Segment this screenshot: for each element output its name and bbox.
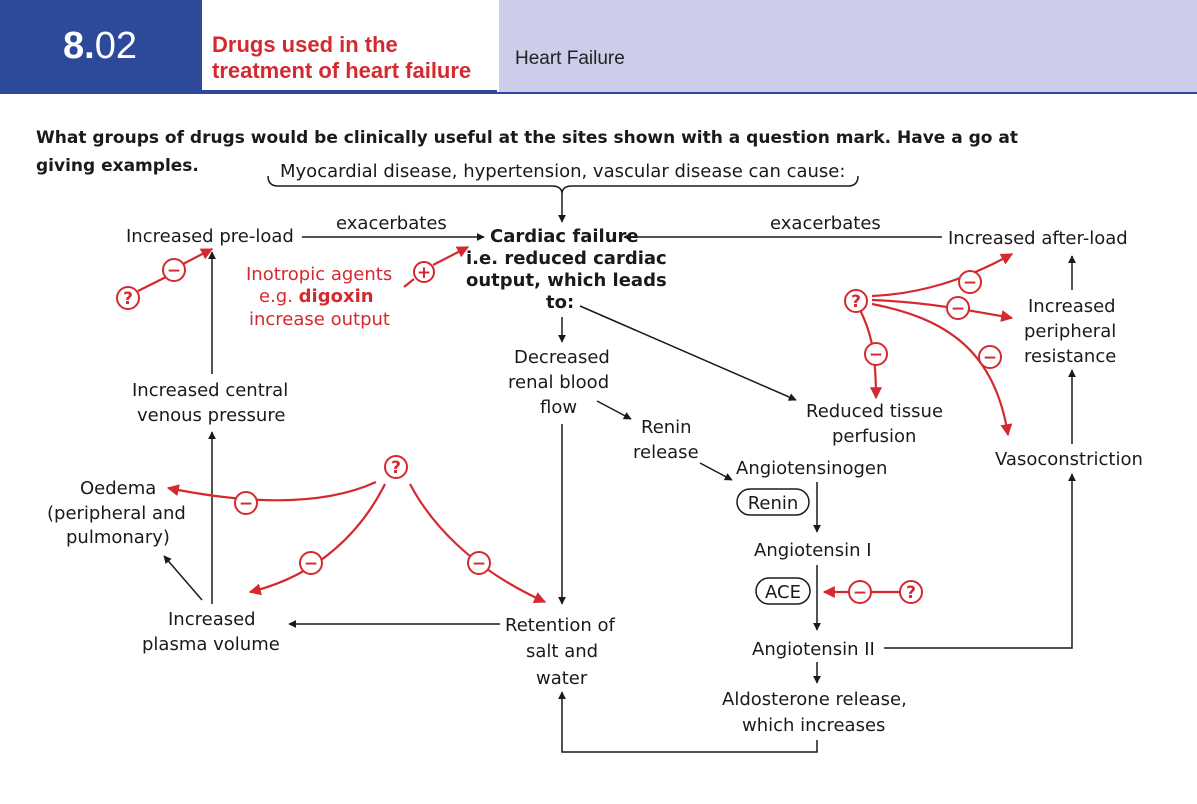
oedema-inhibition-arrow — [166, 480, 377, 502]
cardiac-failure-title: Cardiac failure — [490, 226, 639, 247]
perfusion-line2: perfusion — [832, 426, 916, 447]
renin-release-line1: Renin — [641, 417, 692, 438]
chapter-subject: Heart Failure — [497, 0, 1197, 92]
preload-inhibition-line — [137, 276, 167, 292]
renal-to-renin-release-arrow — [596, 400, 632, 420]
angiotensinogen-label: Angiotensinogen — [736, 458, 887, 479]
svg-text:−: − — [167, 261, 181, 281]
resistance-line3: resistance — [1024, 346, 1116, 367]
exacerbates-right-label: exacerbates — [770, 213, 881, 234]
inotropic-line2: e.g. digoxin — [259, 286, 374, 307]
renin-release-line2: release — [633, 442, 699, 463]
renin-enzyme-box — [736, 488, 810, 516]
inotropic-plus-icon: + — [413, 261, 435, 283]
page-title-line2: treatment of heart failure — [212, 58, 472, 83]
perfusion-line1: Reduced tissue — [806, 401, 943, 422]
cardiac-failure-line4: to: — [546, 292, 574, 313]
perfusion-minus-icon: − — [864, 342, 888, 366]
svg-text:?: ? — [123, 289, 133, 309]
vasoconstriction-label: Vasoconstriction — [995, 449, 1143, 470]
retention-minus-icon: − — [467, 551, 491, 575]
plasma-inhibition-arrow — [248, 483, 386, 596]
resistance-minus-icon: − — [946, 296, 970, 320]
afterload-minus-icon: − — [958, 270, 982, 294]
inotropic-digoxin: digoxin — [299, 286, 374, 307]
cardiac-failure-line2: i.e. reduced cardiac — [466, 248, 667, 269]
inotropic-arrow-upper — [432, 246, 470, 266]
preload-minus-icon: − — [162, 258, 186, 282]
exacerbates-left-label: exacerbates — [336, 213, 447, 234]
preload-question-icon: ? — [116, 286, 140, 310]
ace-enzyme-box — [755, 577, 811, 605]
renal-line1: Decreased — [514, 347, 610, 368]
right-question-icon: ? — [844, 289, 868, 313]
renal-line3: flow — [540, 397, 577, 418]
inotropic-line1: Inotropic agents — [246, 264, 392, 285]
vasoconstriction-minus-icon: − — [978, 345, 1002, 369]
resistance-line2: peripheral — [1024, 321, 1116, 342]
section-number-minor: 02 — [94, 24, 137, 67]
ace-question-icon: ? — [899, 580, 923, 604]
svg-text:?: ? — [906, 583, 916, 603]
retention-line1: Retention of — [505, 615, 616, 636]
plasma-line2: plasma volume — [142, 634, 280, 655]
renal-line2: renal blood — [508, 372, 609, 393]
aldosterone-line1: Aldosterone release, — [722, 689, 907, 710]
inotropic-line3: increase output — [249, 309, 390, 330]
svg-text:−: − — [951, 299, 965, 319]
svg-text:−: − — [472, 554, 486, 574]
oedema-line3: pulmonary) — [66, 527, 170, 548]
renin-release-to-angiotensinogen-arrow — [699, 462, 733, 481]
renin-enzyme-label: Renin — [748, 493, 799, 514]
oedema-line2: (peripheral and — [47, 503, 186, 524]
angiotensin1-label: Angiotensin I — [754, 540, 872, 561]
page-title: Drugs used in the treatment of heart fai… — [200, 0, 497, 92]
plasma-line1: Increased — [168, 609, 256, 630]
section-number-major: 8. — [63, 24, 95, 67]
resistance-inhibition-arrow — [871, 298, 1014, 322]
retention-line3: water — [536, 668, 588, 689]
plasma-minus-icon: − — [299, 551, 323, 575]
aldosterone-line2: which increases — [742, 715, 885, 736]
section-number: 8.02 — [0, 0, 200, 92]
oedema-line1: Oedema — [80, 478, 156, 499]
afterload-inhibition-arrow — [871, 253, 1014, 298]
vasoconstriction-inhibition-arrow — [871, 302, 1013, 437]
header-divider — [0, 92, 1197, 94]
cvp-line1: Increased central — [132, 380, 288, 401]
resistance-line1: Increased — [1028, 296, 1116, 317]
question-text: What groups of drugs would be clinically… — [36, 128, 1018, 176]
cardiac-failure-line3: output, which leads — [466, 270, 667, 291]
preload-inhibition-arrow — [182, 248, 214, 265]
aldosterone-to-retention-arrow — [558, 691, 818, 753]
middle-question-icon: ? — [384, 455, 408, 479]
svg-text:?: ? — [851, 292, 861, 312]
svg-text:−: − — [983, 348, 997, 368]
svg-text:−: − — [853, 583, 867, 603]
page-title-line1: Drugs used in the — [212, 32, 398, 57]
oedema-minus-icon: − — [234, 491, 258, 515]
failure-to-perfusion-arrow — [579, 305, 797, 401]
preload-label: Increased pre-load — [126, 226, 294, 247]
ace-enzyme-label: ACE — [765, 582, 801, 603]
angiotensin2-to-vasoconstriction-arrow — [884, 473, 1076, 649]
angiotensin2-label: Angiotensin II — [752, 639, 875, 660]
afterload-label: Increased after-load — [948, 228, 1128, 249]
svg-text:−: − — [239, 494, 253, 514]
retention-inhibition-arrow — [409, 483, 547, 604]
inotropic-eg: e.g. — [259, 286, 299, 307]
ace-minus-icon: − — [848, 580, 872, 604]
perfusion-inhibition-arrow — [859, 309, 882, 400]
retention-line2: salt and — [526, 641, 598, 662]
cvp-line2: venous pressure — [137, 405, 285, 426]
causes-text: Myocardial disease, hypertension, vascul… — [280, 161, 845, 182]
svg-text:−: − — [304, 554, 318, 574]
svg-text:?: ? — [391, 458, 401, 478]
inotropic-arrow-lower — [403, 278, 415, 288]
svg-text:−: − — [869, 345, 883, 365]
plasma-to-oedema-arrow — [163, 555, 203, 601]
svg-text:−: − — [963, 273, 977, 293]
svg-text:+: + — [417, 263, 431, 283]
